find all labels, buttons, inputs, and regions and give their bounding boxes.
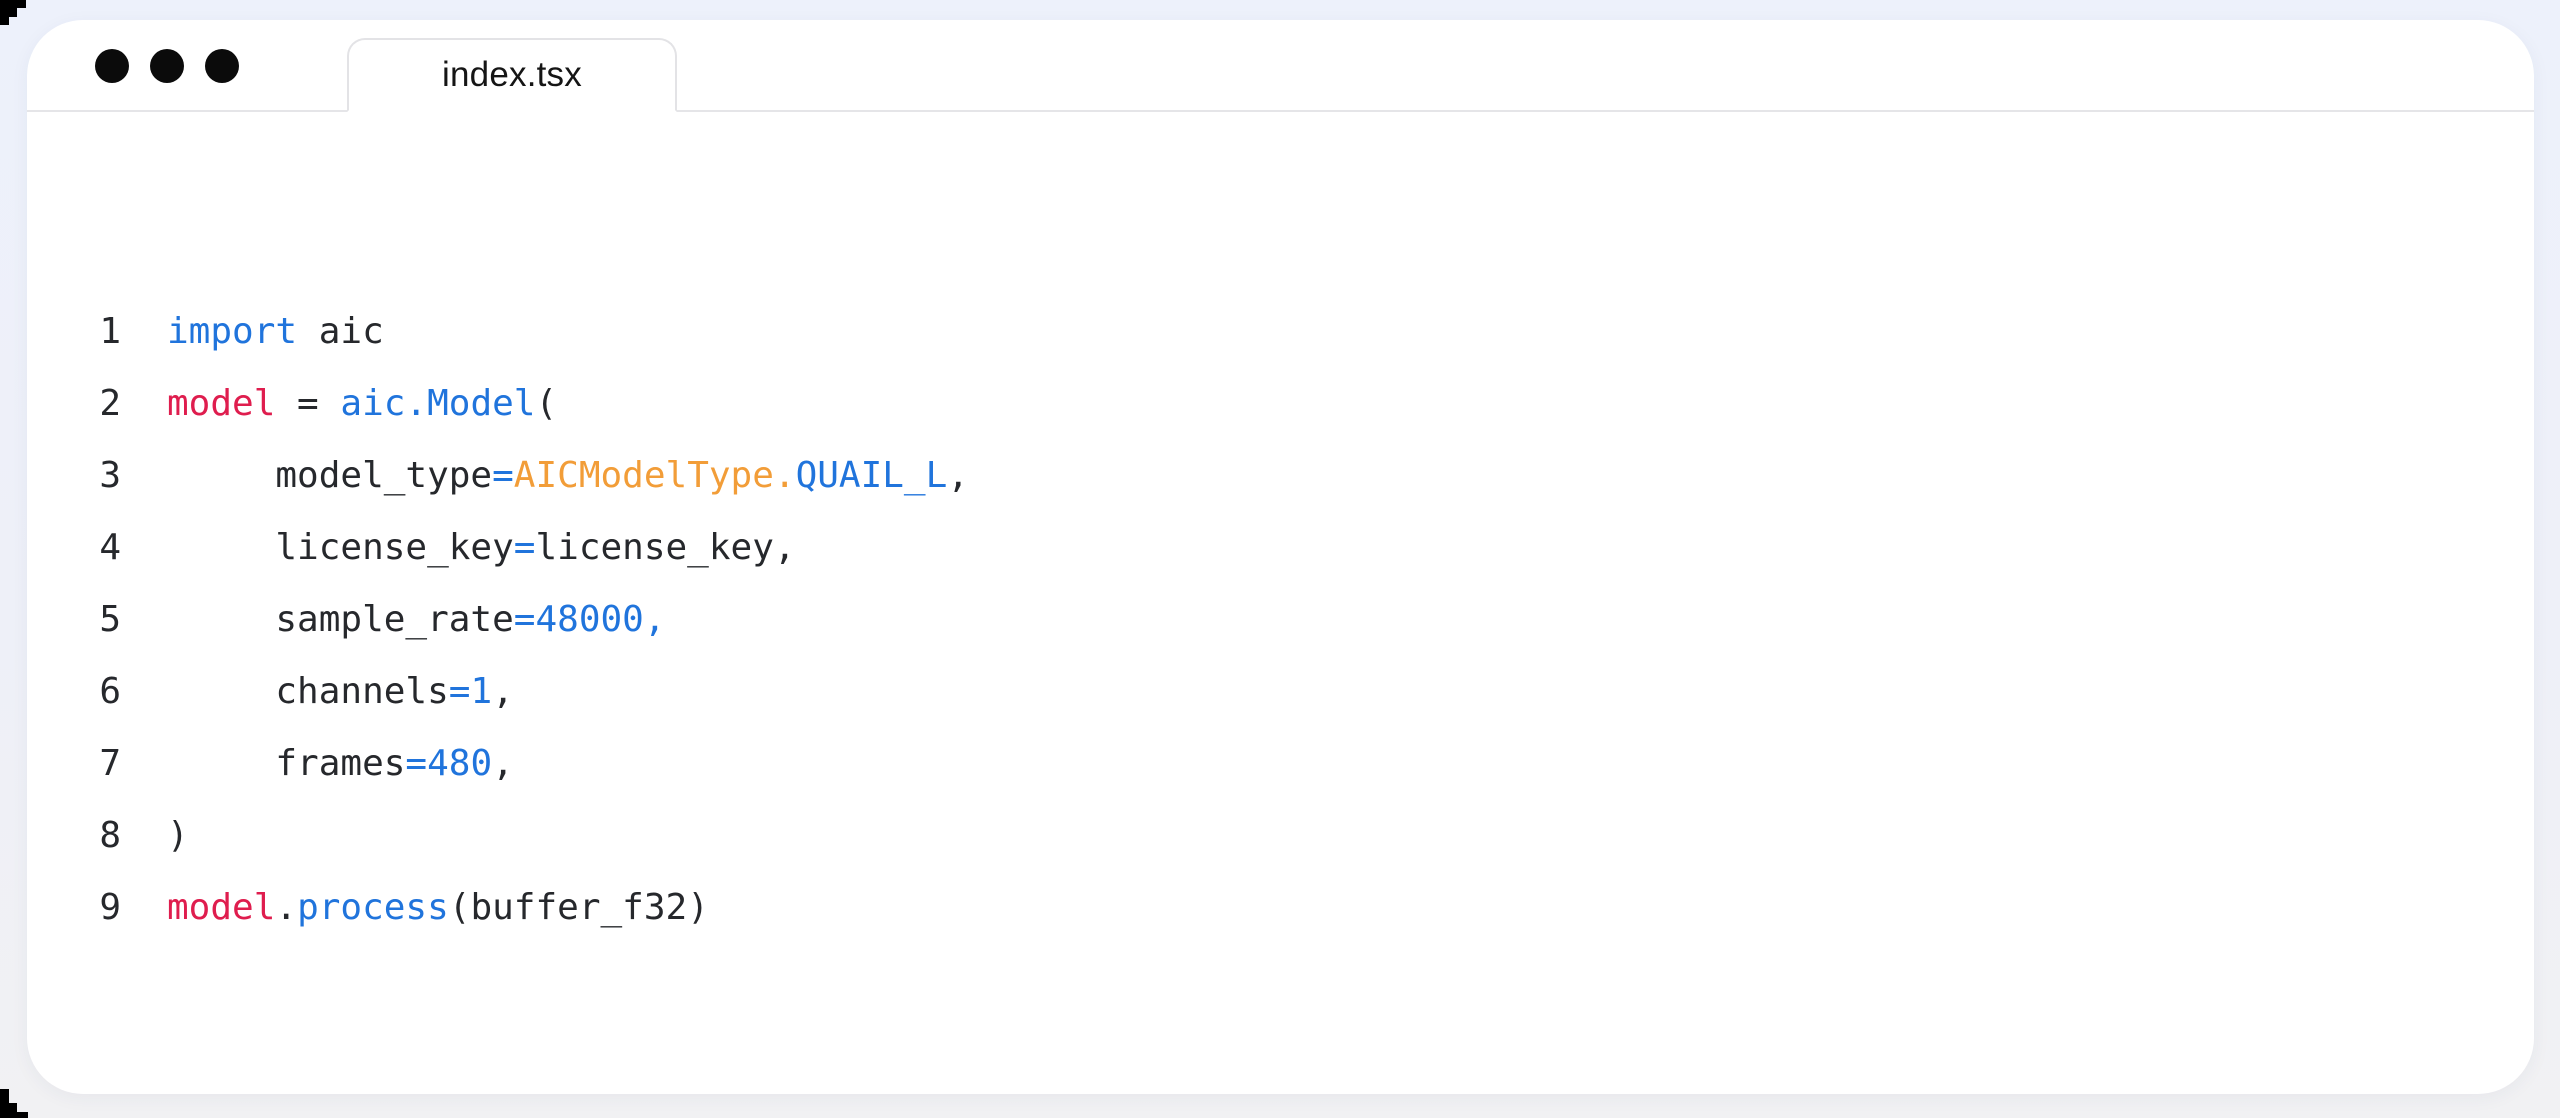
window-controls [95,20,239,112]
line-number: 8 [99,815,121,856]
code-token: , [492,743,514,784]
code-token: . [275,887,298,928]
code-token: = [275,383,341,424]
code-line: 3 model_type=AICModelType.QUAIL_L, [95,440,2474,512]
code-token: 48000, [535,599,666,640]
tab-title: index.tsx [442,55,582,94]
line-number: 1 [99,311,121,352]
code-line-text: sample_rate=48000, [167,584,2474,656]
code-token: model_type [167,455,493,496]
code-token: frames [167,743,406,784]
code-token: = [448,671,471,712]
code-token: (buffer_f32) [448,887,709,928]
code-line-text: license_key=license_key, [167,512,2474,584]
code-token: process [297,887,449,928]
code-line-text: model = aic.Model( [167,368,2474,440]
crop-artifact-top-left [0,17,9,25]
line-number: 2 [99,383,121,424]
line-number: 5 [99,599,121,640]
code-line: 4 license_key=license_key, [95,512,2474,584]
code-token: QUAIL_L [795,455,948,496]
line-number: 6 [99,671,121,712]
code-token: license_key, [535,527,796,568]
code-line-text: model.process(buffer_f32) [167,872,2474,944]
crop-artifact-top-left [0,8,17,17]
code-line: 1 import aic [95,296,2474,368]
code-token: model [167,383,276,424]
code-line-text: import aic [167,296,2474,368]
crop-artifact-bottom-left [0,1112,28,1118]
window-control-dot-icon[interactable] [95,49,129,83]
code-line: 9 model.process(buffer_f32) [95,872,2474,944]
window-control-dot-icon[interactable] [205,49,239,83]
code-token: 480 [427,743,493,784]
line-number: 9 [99,887,121,928]
line-number: 7 [99,743,121,784]
code-token: aic.Model [340,383,536,424]
tab-index-tsx[interactable]: index.tsx [347,38,677,112]
code-token: 1 [470,671,493,712]
code-line: 2 model = aic.Model( [95,368,2474,440]
code-line: 6 channels=1, [95,656,2474,728]
code-line-text: model_type=AICModelType.QUAIL_L, [167,440,2474,512]
code-line-text: frames=480, [167,728,2474,800]
code-token: ( [535,383,558,424]
code-token: = [513,527,536,568]
window-titlebar: index.tsx [27,20,2534,112]
code-token: , [947,455,969,496]
code-line-text: channels=1, [167,656,2474,728]
code-line: 5 sample_rate=48000, [95,584,2474,656]
code-token: import [167,311,298,352]
code-line-text: ) [167,800,2474,872]
line-number: 3 [99,455,121,496]
code-token: = [492,455,514,496]
code-token: , [492,671,514,712]
code-token: AICModelType. [513,455,796,496]
line-number: 4 [99,527,121,568]
code-token: = [405,743,428,784]
code-token: channels [167,671,449,712]
code-line: 7 frames=480, [95,728,2474,800]
code-token: model [167,887,276,928]
code-token: = [513,599,536,640]
window-control-dot-icon[interactable] [150,49,184,83]
code-token: sample_rate [167,599,514,640]
code-token: aic [297,311,384,352]
crop-artifact-top-left [0,0,26,8]
code-token: license_key [167,527,514,568]
code-line: 8) [95,800,2474,872]
code-token: ) [167,815,189,856]
